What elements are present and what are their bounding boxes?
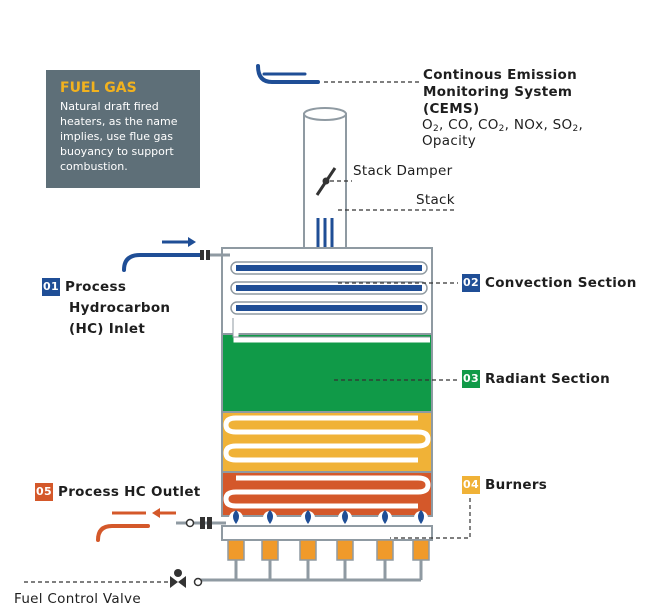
burners-label: 04 Burners <box>462 476 547 494</box>
flame-icon-row <box>229 510 428 525</box>
valve-icon <box>170 569 203 588</box>
radiant-text: Radiant Section <box>485 371 611 387</box>
convection-text: Convection Section <box>485 275 637 291</box>
process-hc-inlet-label: 01 Process <box>42 278 126 296</box>
fuel-piping <box>200 560 423 582</box>
gas-comma: , <box>578 117 584 133</box>
convection-section-label: 02 Convection Section <box>462 274 637 292</box>
infobox-text: Natural draft fired heaters, as the name… <box>60 100 178 173</box>
gas-co: , CO, CO <box>438 117 499 133</box>
gas-co2-sub: 2 <box>498 124 505 134</box>
radiant-section-label: 03 Radiant Section <box>462 370 610 388</box>
flow-arrow-icon <box>162 237 196 247</box>
fuel-gas-infobox: FUEL GAS Natural draft fired heaters, as… <box>46 70 200 188</box>
cems-opacity: Opacity <box>422 133 477 149</box>
cems-line3: (CEMS) <box>423 101 480 117</box>
inlet-line2: Hydrocarbon <box>69 300 171 316</box>
radiant-coil <box>223 318 431 509</box>
flame-icon <box>414 510 428 525</box>
fuel-control-valve-label: Fuel Control Valve <box>14 591 141 607</box>
inlet-line1: Process <box>65 279 127 295</box>
cems-label: Continous Emission Monitoring System (CE… <box>423 67 577 118</box>
gas-o: O <box>422 117 433 133</box>
damper-icon <box>315 167 337 196</box>
stack-label: Stack <box>416 192 455 208</box>
badge-03: 03 <box>462 370 480 388</box>
stack <box>303 107 347 262</box>
leader-lines <box>324 81 471 539</box>
badge-05: 05 <box>35 483 53 501</box>
flame-icon <box>263 510 277 525</box>
heater-floor <box>221 525 433 541</box>
badge-01: 01 <box>42 278 60 296</box>
inlet-line3: (HC) Inlet <box>69 321 146 337</box>
outlet-text: Process HC Outlet <box>58 484 201 500</box>
flame-icon <box>229 510 243 525</box>
flame-icon <box>378 510 392 525</box>
flow-arrow-icon <box>152 508 176 518</box>
radiant-coil-outline <box>232 318 430 338</box>
flame-icon <box>338 510 352 525</box>
badge-04: 04 <box>462 476 480 494</box>
cems-line1: Continous Emission <box>423 67 578 83</box>
emission-flow-icon <box>256 64 320 84</box>
burners-text: Burners <box>485 477 548 493</box>
inlet-pipe <box>122 253 202 272</box>
badge-02: 02 <box>462 274 480 292</box>
stack-damper-label: Stack Damper <box>353 163 453 179</box>
convection-coil <box>230 261 428 315</box>
cems-gases: O2, CO, CO2, NOx, SO2, <box>422 117 583 138</box>
gas-o-sub: 2 <box>432 124 439 134</box>
process-hc-outlet-label: 05 Process HC Outlet <box>35 483 201 501</box>
gas-nox-so: , NOx, SO <box>504 117 573 133</box>
gas-so2-sub: 2 <box>572 124 579 134</box>
infobox-title: FUEL GAS <box>60 80 137 96</box>
cems-line2: Monitoring System <box>423 84 573 100</box>
amber-zone <box>221 411 433 473</box>
radiant-section <box>221 333 433 413</box>
burner-bodies <box>227 539 430 561</box>
flame-icon <box>301 510 315 525</box>
outlet-pipe <box>96 524 150 542</box>
